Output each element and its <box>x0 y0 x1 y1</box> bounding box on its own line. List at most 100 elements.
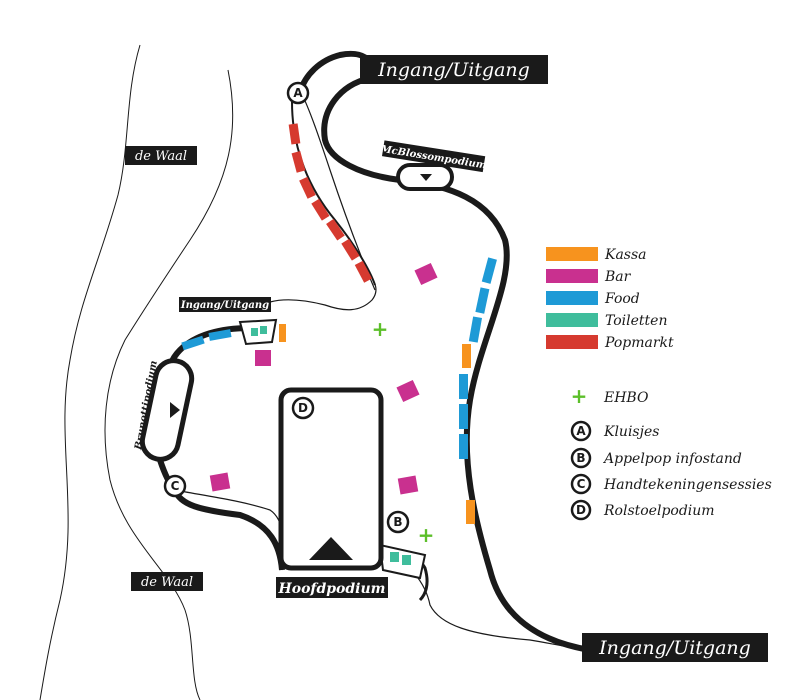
legend-swatch <box>546 247 598 261</box>
legend-label: Toiletten <box>605 313 667 329</box>
food-stall <box>481 257 497 284</box>
legend-item-bar: Bar <box>546 269 632 285</box>
legend-item-ehbo: + EHBO <box>571 384 649 408</box>
bar <box>397 475 419 495</box>
popmarkt-stall <box>311 198 330 221</box>
entrance-label-top-text: Ingang/Uitgang <box>377 59 530 81</box>
legend-marker-circle <box>570 420 592 442</box>
river-label-top: de Waal <box>125 146 197 165</box>
food-stalls-left <box>181 329 232 351</box>
popmarkt-stall <box>288 123 301 145</box>
mcblossom-stage <box>396 163 454 191</box>
river-bank-left <box>39 44 141 700</box>
popmarkt-stall <box>354 260 373 283</box>
legend-label: EHBO <box>603 390 649 406</box>
food-stalls-right <box>459 257 497 459</box>
legend: Kassa Bar Food Toiletten Popmarkt + EHBO… <box>546 247 772 521</box>
ehbo-cross-icon: + <box>571 384 588 408</box>
marker-c-circle <box>163 474 187 498</box>
legend-label: Kassa <box>604 247 647 263</box>
legend-item-marker-a: A Kluisjes <box>570 420 659 442</box>
legend-label: Kluisjes <box>603 424 659 440</box>
food-stall <box>459 434 468 459</box>
main-stage <box>278 387 384 571</box>
brunotti-stage <box>139 358 195 462</box>
river-label-top-box <box>125 146 197 165</box>
hoofdpodium-label-text: Hoofdpodium <box>278 581 386 597</box>
stage-triangle-icon <box>309 537 353 560</box>
entrance-label-bottom: Ingang/Uitgang <box>582 633 768 662</box>
legend-item-kassa: Kassa <box>546 247 647 263</box>
path-a-down <box>291 101 376 286</box>
entrance-label-left-box <box>179 297 271 312</box>
legend-marker-circle <box>570 499 592 521</box>
toilet <box>251 328 258 336</box>
marker-b: B <box>386 510 410 534</box>
path-thin-left <box>269 269 377 311</box>
river-bank-right <box>104 69 234 700</box>
popmarkt-stalls <box>288 123 373 283</box>
mcblossom-label-box <box>381 140 486 173</box>
legend-marker-circle <box>570 447 592 469</box>
toilets <box>238 318 427 580</box>
kassa-points <box>279 324 475 524</box>
marker-d-letter: D <box>298 401 308 415</box>
legend-swatch <box>546 335 598 349</box>
main-stage-shape <box>278 387 384 571</box>
marker-a: A <box>286 81 310 105</box>
legend-item-marker-b: B Appelpop infostand <box>570 447 742 469</box>
kassa <box>462 344 471 368</box>
legend-item-popmarkt: Popmarkt <box>546 335 674 351</box>
kassa <box>279 324 286 342</box>
path-top-arc <box>297 50 373 93</box>
river-label-bottom-box <box>131 572 203 591</box>
food-stall <box>459 374 468 399</box>
legend-label: Food <box>604 291 640 307</box>
bar <box>396 379 420 403</box>
bar <box>255 350 271 366</box>
bars <box>209 262 438 495</box>
legend-swatch <box>546 291 598 305</box>
marker-d: D <box>291 396 315 420</box>
legend-label: Rolstoelpodium <box>603 503 715 519</box>
legend-marker-letter: B <box>576 451 585 465</box>
path-top-curve <box>321 75 591 653</box>
legend-marker-letter: A <box>576 424 586 438</box>
legend-label: Handtekeningensessies <box>603 477 772 493</box>
ehbo-cross-map: + <box>372 317 389 341</box>
food-stall <box>459 404 468 429</box>
bar <box>209 472 231 492</box>
entrance-label-bottom-box <box>582 633 768 662</box>
brunotti-stage-shape <box>139 358 195 462</box>
legend-swatch <box>546 313 598 327</box>
hoofdpodium-label: Hoofdpodium <box>276 577 388 598</box>
entrance-label-left-text: Ingang/Uitgang <box>180 300 269 311</box>
legend-item-marker-d: D Rolstoelpodium <box>570 499 715 521</box>
marker-c-letter: C <box>171 479 180 493</box>
popmarkt-stall <box>291 151 306 173</box>
marker-a-circle <box>286 81 310 105</box>
popmarkt-stall <box>299 176 316 199</box>
kassa <box>466 500 475 524</box>
legend-item-toiletten: Toiletten <box>546 313 667 329</box>
river-label-top-text: de Waal <box>135 149 187 164</box>
river-label-bottom-text: de Waal <box>141 575 193 590</box>
legend-marker-circle <box>570 473 592 495</box>
entrance-label-bottom-text: Ingang/Uitgang <box>598 637 751 659</box>
stage-triangle-icon <box>170 402 180 418</box>
marker-c: C <box>163 474 187 498</box>
ehbo-cross-map: + <box>418 523 435 547</box>
legend-label: Popmarkt <box>604 335 674 351</box>
legend-item-food: Food <box>546 291 640 307</box>
stage-triangle-icon <box>420 174 432 181</box>
river-label-bottom: de Waal <box>131 572 203 591</box>
food-stall <box>208 329 232 341</box>
legend-label: Appelpop infostand <box>602 451 742 467</box>
food-stall <box>468 316 483 343</box>
bar <box>414 262 438 286</box>
entrance-label-top-box <box>360 55 548 84</box>
toilet <box>402 555 411 565</box>
marker-d-circle <box>291 396 315 420</box>
food-stall <box>181 335 205 351</box>
